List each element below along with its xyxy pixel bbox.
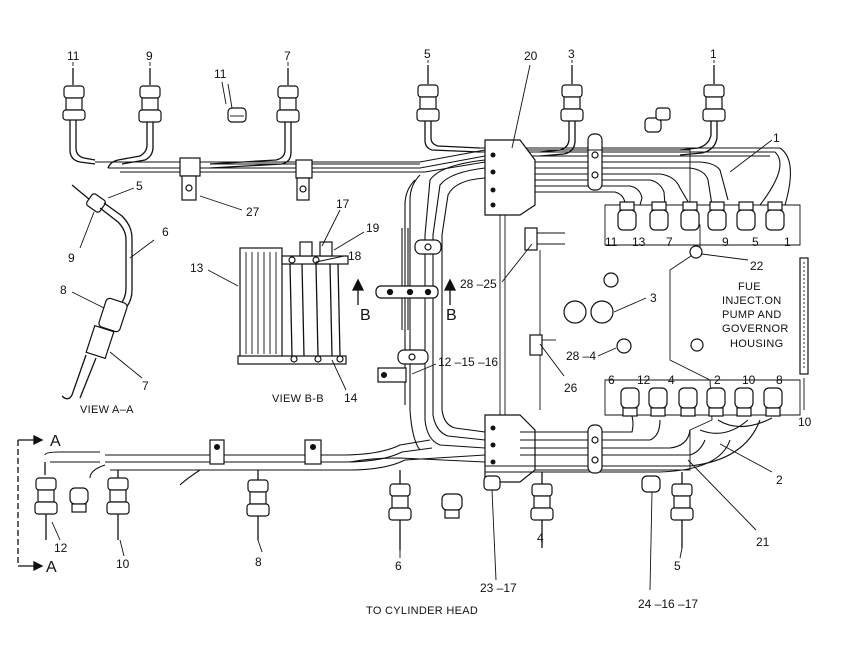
outlet-top-13: 13 <box>632 235 646 249</box>
callout-3-housing: 3 <box>650 291 657 305</box>
outlet-top-11: 11 <box>605 235 618 249</box>
pump-outlets-bottom <box>620 387 783 417</box>
callout-5-top: 5 <box>424 47 431 61</box>
callout-20: 20 <box>524 49 538 63</box>
view-a-a-caption: VIEW A–A <box>80 404 134 416</box>
view-b-b-caption: VIEW B-B <box>272 393 324 405</box>
outlet-bottom-4: 4 <box>668 373 675 387</box>
nozzle-cap-bottom-right <box>641 475 661 493</box>
injector-nozzle-12-bottom <box>34 462 58 540</box>
callout-26: 26 <box>564 381 578 395</box>
to-cylinder-head-caption: TO CYLINDER HEAD <box>366 605 478 617</box>
injector-nozzle-6-bottom <box>388 470 412 550</box>
upper-bracket-20 <box>484 139 536 216</box>
housing-label-line1: FUE <box>738 281 761 293</box>
outlet-bottom-2: 2 <box>714 373 721 387</box>
injector-nozzle-10-bottom <box>106 470 130 540</box>
callout-24-16-17: 24 –16 –17 <box>638 597 698 611</box>
injector-nozzle-11-top <box>62 68 96 165</box>
section-b-left-label: B <box>360 307 371 324</box>
view-a-a-detail <box>61 184 133 400</box>
callout-7-view-a: 7 <box>142 379 149 393</box>
callout-10-bottom: 10 <box>116 557 130 571</box>
callout-9-view-a: 9 <box>68 251 75 265</box>
callout-6-view-a: 6 <box>162 225 169 239</box>
section-a-top-label: A <box>50 433 61 450</box>
callout-27: 27 <box>246 205 260 219</box>
callout-28-25: 28 –25 <box>460 277 497 291</box>
housing-label-line5: HOUSING <box>730 338 783 350</box>
callout-23-17: 23 –17 <box>480 581 517 595</box>
callout-10-right: 10 <box>798 415 812 429</box>
callout-1-right: 1 <box>773 131 780 145</box>
callout-28-4: 28 –4 <box>566 349 596 363</box>
callout-labels: 11 9 11 7 5 20 3 1 1 5 9 6 8 7 27 17 19 … <box>54 47 812 611</box>
callout-7-top: 7 <box>284 49 291 63</box>
outlet-top-1: 1 <box>784 235 791 249</box>
pump-outlet-labels: 11 13 7 9 5 1 6 12 4 2 10 8 <box>605 235 791 387</box>
callout-8-view-a: 8 <box>60 283 67 297</box>
center-vertical-lines <box>377 159 486 451</box>
lower-injector-nozzles <box>34 462 694 550</box>
callout-2: 2 <box>776 473 783 487</box>
injector-nozzle-5-top <box>416 65 481 153</box>
callout-5-bottom: 5 <box>674 559 681 573</box>
leader-lines <box>51 60 805 591</box>
callout-9-top: 9 <box>146 49 153 63</box>
outlet-bottom-6: 6 <box>608 373 615 387</box>
section-b-right-label: B <box>446 307 457 324</box>
section-b-markers <box>351 278 457 305</box>
callout-22: 22 <box>750 259 764 273</box>
housing-label-line2: INJECT.ON <box>722 295 782 307</box>
outlet-top-7: 7 <box>666 235 673 249</box>
callout-6-bottom: 6 <box>395 559 402 573</box>
callout-5-view-a: 5 <box>136 179 143 193</box>
callout-11-cap: 11 <box>214 67 227 81</box>
callout-18: 18 <box>348 249 362 263</box>
outlet-top-5: 5 <box>752 235 759 249</box>
section-a-markers <box>17 434 44 572</box>
part-10-rod <box>799 257 809 375</box>
callout-1-top: 1 <box>710 47 717 61</box>
callout-14: 14 <box>344 391 358 405</box>
callout-13: 13 <box>190 261 204 275</box>
lower-bracket-23 <box>483 414 536 491</box>
callout-19: 19 <box>366 221 380 235</box>
callout-17-view-b: 17 <box>336 197 350 211</box>
nozzle-cap-11 <box>227 83 247 123</box>
nozzle-cap-bottom-left <box>69 487 89 513</box>
callout-4-bottom: 4 <box>537 531 544 545</box>
callout-12-bottom: 12 <box>54 541 68 555</box>
injector-nozzle-3-top <box>539 65 584 157</box>
pump-outlets-top <box>617 201 785 231</box>
section-a-bottom-label: A <box>46 559 57 576</box>
injector-nozzle-5-bottom <box>670 472 694 548</box>
injector-nozzle-8-bottom <box>246 470 270 540</box>
injector-nozzle-9-top <box>107 68 162 169</box>
injector-nozzle-7-top <box>209 68 300 169</box>
callout-21: 21 <box>756 535 770 549</box>
view-b-b-detail <box>237 241 349 365</box>
housing-label-line4: GOVERNOR <box>722 323 789 335</box>
housing-label-line3: PUMP AND <box>722 309 782 321</box>
upper-fuel-line-bundle <box>95 133 791 206</box>
outlet-bottom-12: 12 <box>637 373 651 387</box>
captions: FUE INJECT.ON PUMP AND GOVERNOR HOUSING … <box>46 281 789 617</box>
callout-12-15-16: 12 –15 –16 <box>438 355 498 369</box>
outlet-bottom-8: 8 <box>776 373 783 387</box>
injector-nozzle-1-top <box>679 65 726 156</box>
nozzle-cap-bottom-center <box>441 493 463 519</box>
callout-11-top: 11 <box>67 49 80 63</box>
pump-housing <box>499 149 801 471</box>
lower-fuel-line-bundle <box>44 415 773 486</box>
outlet-bottom-10: 10 <box>742 373 756 387</box>
nozzle-cap-near-pump <box>644 107 671 133</box>
outlet-top-9: 9 <box>722 235 729 249</box>
callout-3-top: 3 <box>568 47 575 61</box>
callout-8-bottom: 8 <box>255 555 262 569</box>
